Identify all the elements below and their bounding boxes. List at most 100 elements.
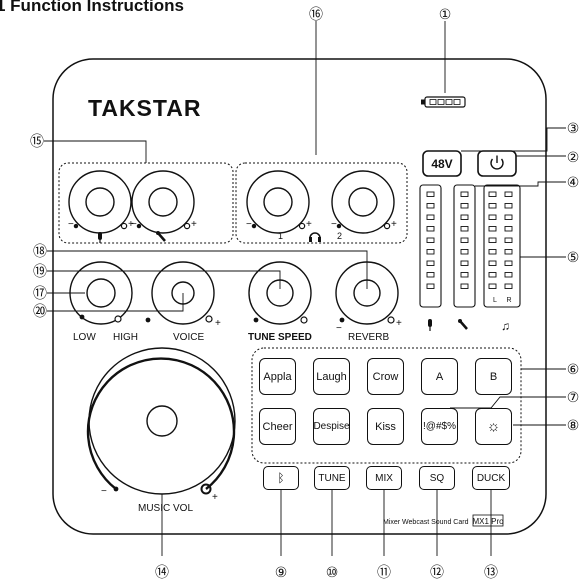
knob-max-dot <box>387 316 395 324</box>
pad-despise[interactable]: Despise <box>313 408 350 445</box>
pad-b[interactable]: B <box>475 358 512 395</box>
minus-sign: − <box>101 486 107 497</box>
callout-20: ⑳ <box>33 304 47 320</box>
leader-line <box>44 140 147 163</box>
meter-led <box>426 203 435 209</box>
meter-led <box>504 191 513 197</box>
meter-led <box>426 214 435 220</box>
plus-sign: + <box>391 219 397 230</box>
knob-min-dot <box>336 223 342 229</box>
meter-led <box>460 237 469 243</box>
callout-13: ⑬ <box>484 565 498 581</box>
instrument-meter <box>453 184 476 308</box>
meter-led <box>460 283 469 289</box>
sq-button[interactable]: SQ <box>419 466 455 490</box>
headphone-icon <box>309 232 321 242</box>
low-label: LOW <box>73 332 96 343</box>
meter-led <box>426 260 435 266</box>
callout-19: ⑲ <box>33 264 47 280</box>
meter-led <box>488 237 497 243</box>
minus-sign: − <box>336 323 342 334</box>
music-vol-arc <box>86 357 236 490</box>
meter-led <box>460 272 469 278</box>
leader-line <box>47 250 368 289</box>
plus-sign: + <box>396 318 402 329</box>
meter-led <box>488 191 497 197</box>
meter-led <box>460 214 469 220</box>
meter-led <box>426 191 435 197</box>
power-icon <box>490 155 504 170</box>
meter-led <box>426 226 435 232</box>
meter-led <box>460 226 469 232</box>
duck-button[interactable]: DUCK <box>472 466 510 490</box>
meter-led <box>426 249 435 255</box>
plus-sign: + <box>215 318 221 329</box>
headphone-1-knob[interactable]: −+ <box>246 170 312 234</box>
pad-censor[interactable]: !@#$% <box>421 408 458 445</box>
minus-sign: − <box>246 219 252 230</box>
pad-kiss[interactable]: Kiss <box>367 408 404 445</box>
pad-appla[interactable]: Appla <box>259 358 296 395</box>
meter-led <box>504 260 513 266</box>
knob-min-dot <box>251 223 257 229</box>
battery-indicator <box>421 96 466 108</box>
model-badge-box <box>472 514 504 527</box>
model-text: Mixer Webcast Sound Card <box>383 519 469 526</box>
meter-led <box>488 226 497 232</box>
meter-led <box>504 237 513 243</box>
knob-max-dot <box>114 315 122 323</box>
mic-meter <box>419 184 442 308</box>
callout-9: ⑨ <box>275 565 288 581</box>
headphone-2-knob[interactable]: −+ <box>331 170 397 234</box>
meter-led <box>488 260 497 266</box>
callout-1: ① <box>439 7 452 23</box>
pad-cheer[interactable]: Cheer <box>259 408 296 445</box>
meter-led <box>460 191 469 197</box>
pad-laugh[interactable]: Laugh <box>313 358 350 395</box>
bluetooth-button[interactable]: ᛒ <box>263 466 299 490</box>
callout-16: ⑯ <box>309 7 323 23</box>
instrument-mic-icon <box>458 319 468 330</box>
meter-led <box>504 203 513 209</box>
instrument-knob-icon <box>156 231 166 242</box>
mic-icon <box>428 319 432 331</box>
meter-led <box>426 283 435 289</box>
power-button[interactable] <box>477 150 517 177</box>
plus-sign: + <box>128 219 134 230</box>
meter-led <box>488 214 497 220</box>
meter-led <box>504 249 513 255</box>
meter-led <box>460 203 469 209</box>
meter-led <box>488 203 497 209</box>
mic-knob-icon <box>98 232 102 243</box>
callout-8: ⑧ <box>567 418 580 434</box>
minus-sign: − <box>331 219 337 230</box>
meter-led <box>460 249 469 255</box>
meter-right-label: R <box>506 297 511 304</box>
headphone-knob-group <box>235 162 408 244</box>
pad-light[interactable]: ☼ <box>475 408 512 445</box>
music-vol-knob[interactable] <box>88 347 236 495</box>
brand-logo: TAKSTAR <box>88 95 201 121</box>
knob-min-dot <box>145 317 151 323</box>
knob-max-dot <box>300 316 308 324</box>
svg-text:48V: 48V <box>431 157 452 171</box>
mix-button[interactable]: MIX <box>366 466 402 490</box>
knob-max-dot <box>205 315 213 323</box>
meter-led <box>504 214 513 220</box>
callout-3: ③ <box>567 121 580 137</box>
phantom-48v-button[interactable]: 48V <box>422 150 462 177</box>
pad-crow[interactable]: Crow <box>367 358 404 395</box>
page-title: 1 Function Instructions <box>0 0 184 15</box>
model-badge: MX1 Pro <box>472 517 504 526</box>
meter-led <box>504 272 513 278</box>
headphone-2-label: 2 <box>337 231 342 241</box>
meter-led <box>504 226 513 232</box>
tune-speed-knob[interactable] <box>248 261 312 325</box>
tune-button[interactable]: TUNE <box>314 466 350 490</box>
music-note-icon: ♫ <box>501 319 510 333</box>
pad-a[interactable]: A <box>421 358 458 395</box>
knob-min-dot <box>253 317 259 323</box>
reverb-knob[interactable] <box>335 261 399 325</box>
callout-15: ⑮ <box>30 134 44 150</box>
instrument-gain-knob[interactable]: −+ <box>131 170 197 234</box>
